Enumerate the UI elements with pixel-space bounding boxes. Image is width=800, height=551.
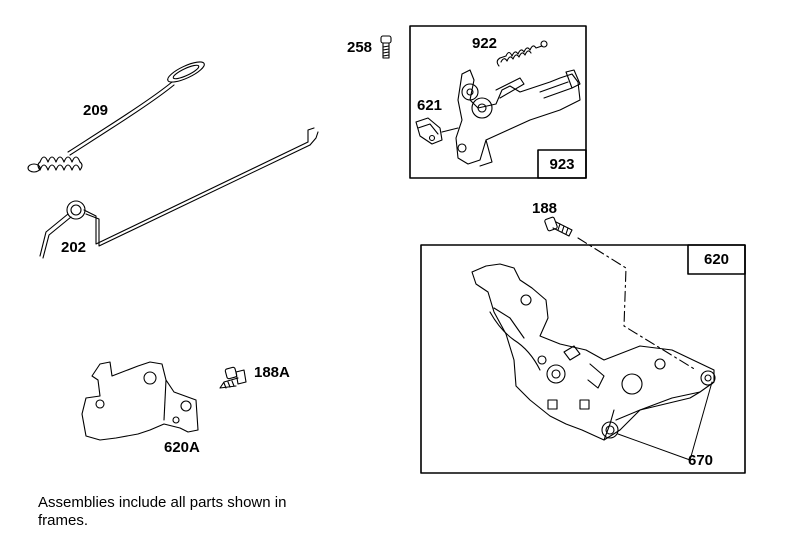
- part-label-202: 202: [61, 239, 87, 256]
- frame-923-tag-box: [537, 149, 587, 179]
- spring-link-209: [27, 61, 205, 173]
- part-label-258: 258: [347, 39, 373, 56]
- bracket-plate-620A: [81, 361, 199, 441]
- assembly-note: Assemblies include all parts shown in fr…: [38, 494, 287, 529]
- frame-923: [409, 25, 587, 179]
- screw-188A: [219, 366, 247, 389]
- frame-label-923: 923: [549, 155, 575, 173]
- frame-620: [420, 244, 746, 474]
- part-label-209: 209: [83, 102, 109, 119]
- part-label-621: 621: [417, 97, 443, 114]
- frame-620-tag-box: [687, 244, 746, 275]
- frame-label-620: 620: [703, 251, 730, 268]
- part-label-922: 922: [472, 35, 498, 52]
- control-bracket-620: [471, 263, 716, 461]
- screw-188: [544, 216, 697, 371]
- spring-922: [496, 40, 548, 67]
- part-label-188: 188: [532, 200, 558, 217]
- control-assembly-923: [415, 69, 581, 167]
- part-label-620A: 620A: [164, 439, 200, 456]
- screw-258: [380, 35, 392, 59]
- part-label-670: 670: [688, 452, 714, 469]
- part-label-188A: 188A: [254, 364, 290, 381]
- link-rod-202: [39, 127, 319, 259]
